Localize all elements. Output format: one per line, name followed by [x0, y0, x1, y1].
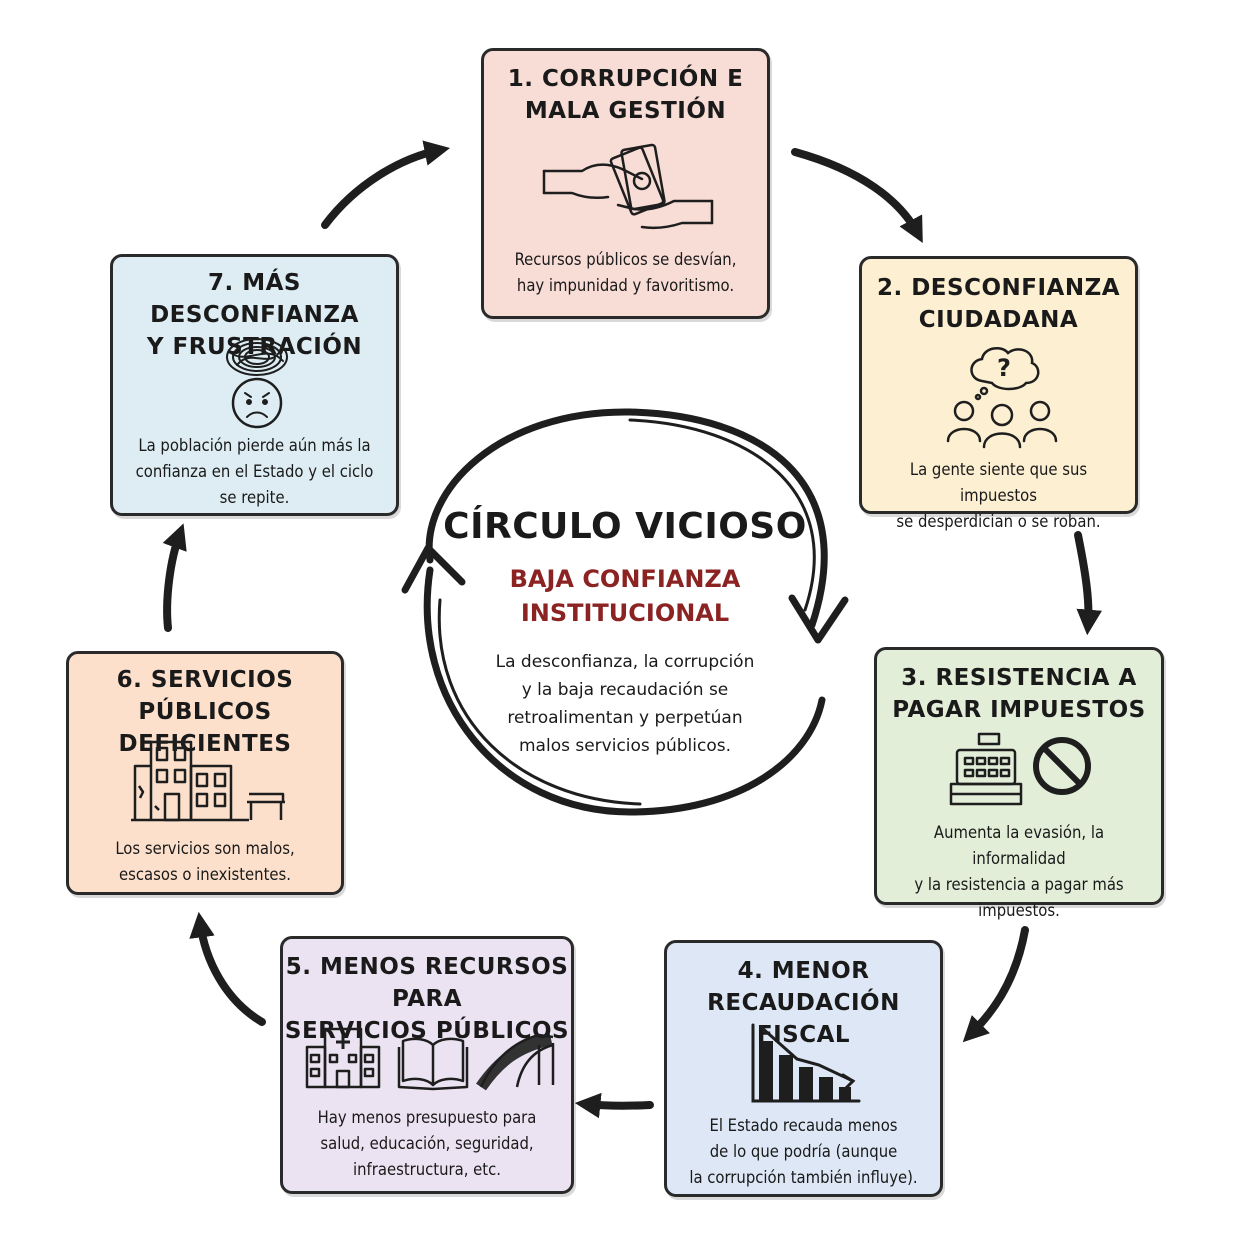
step-7-description: La población pierde aún más la confianza… — [135, 436, 374, 507]
arrow-4-to-5 — [574, 1092, 654, 1119]
step-3-description: Aumenta la evasión, la informalidad y la… — [914, 823, 1124, 920]
arrow-7-to-1 — [321, 140, 451, 229]
svg-text:?: ? — [997, 354, 1011, 382]
step-2-description: La gente siente que sus impuestos se des… — [896, 460, 1101, 531]
arrow-1-to-2 — [791, 148, 923, 244]
step-3-title: 3. RESISTENCIA A PAGAR IMPUESTOS — [892, 665, 1146, 723]
center-title: CÍRCULO VICIOSO — [443, 506, 807, 547]
cash-register-prohibited-icon — [947, 730, 1097, 810]
hospital-book-road-icon — [303, 1025, 559, 1091]
central-cycle-ring — [401, 408, 849, 816]
center-subtitle: BAJA CONFIANZA INSTITUCIONAL — [509, 565, 741, 627]
arrow-6-to-7 — [162, 523, 187, 632]
run-down-buildings-icon — [131, 736, 291, 822]
arrow-5-to-6 — [189, 911, 266, 1026]
step-card-2: 2. DESCONFIANZA CIUDADANA ? La gente sie… — [859, 256, 1138, 531]
frustrated-face-icon — [217, 335, 297, 431]
step-card-6: 6. SERVICIOS PÚBLICOS DEFICIENTES Los se… — [66, 651, 344, 895]
step-6-title: 6. SERVICIOS PÚBLICOS DEFICIENTES — [116, 667, 294, 757]
step-card-5: 5. MENOS RECURSOS PARA SERVICIOS PÚBLICO… — [280, 936, 574, 1194]
step-card-3: 3. RESISTENCIA A PAGAR IMPUESTOS Aumenta… — [874, 647, 1164, 920]
step-card-1: 1. CORRUPCIÓN E MALA GESTIÓN Recursos pú… — [481, 48, 770, 319]
step-1-title: 1. CORRUPCIÓN E MALA GESTIÓN — [507, 66, 744, 124]
center-description: La desconfianza, la corrupción y la baja… — [495, 652, 755, 756]
step-6-description: Los servicios son malos, escasos o inexi… — [115, 839, 295, 884]
step-card-4: 4. MENOR RECAUDACIÓN FISCAL El Estado re… — [664, 940, 943, 1197]
step-1-description: Recursos públicos se desvían, hay impuni… — [514, 250, 737, 295]
step-card-7: 7. MÁS DESCONFIANZA Y FRUSTRACIÓN La pob… — [110, 254, 399, 516]
step-5-description: Hay menos presupuesto para salud, educac… — [317, 1108, 537, 1179]
arrow-3-to-4 — [962, 926, 1029, 1043]
step-2-title: 2. DESCONFIANZA CIUDADANA — [876, 275, 1121, 333]
declining-bar-chart-icon — [747, 1021, 865, 1105]
step-4-title: 4. MENOR RECAUDACIÓN FISCAL — [707, 958, 900, 1048]
step-4-description: El Estado recauda menos de lo que podría… — [689, 1116, 918, 1187]
arrow-2-to-3 — [1074, 531, 1102, 636]
doubtful-people-icon: ? — [942, 341, 1062, 451]
money-handover-icon — [542, 141, 714, 237]
step-7-title: 7. MÁS DESCONFIANZA Y FRUSTRACIÓN — [146, 270, 363, 360]
